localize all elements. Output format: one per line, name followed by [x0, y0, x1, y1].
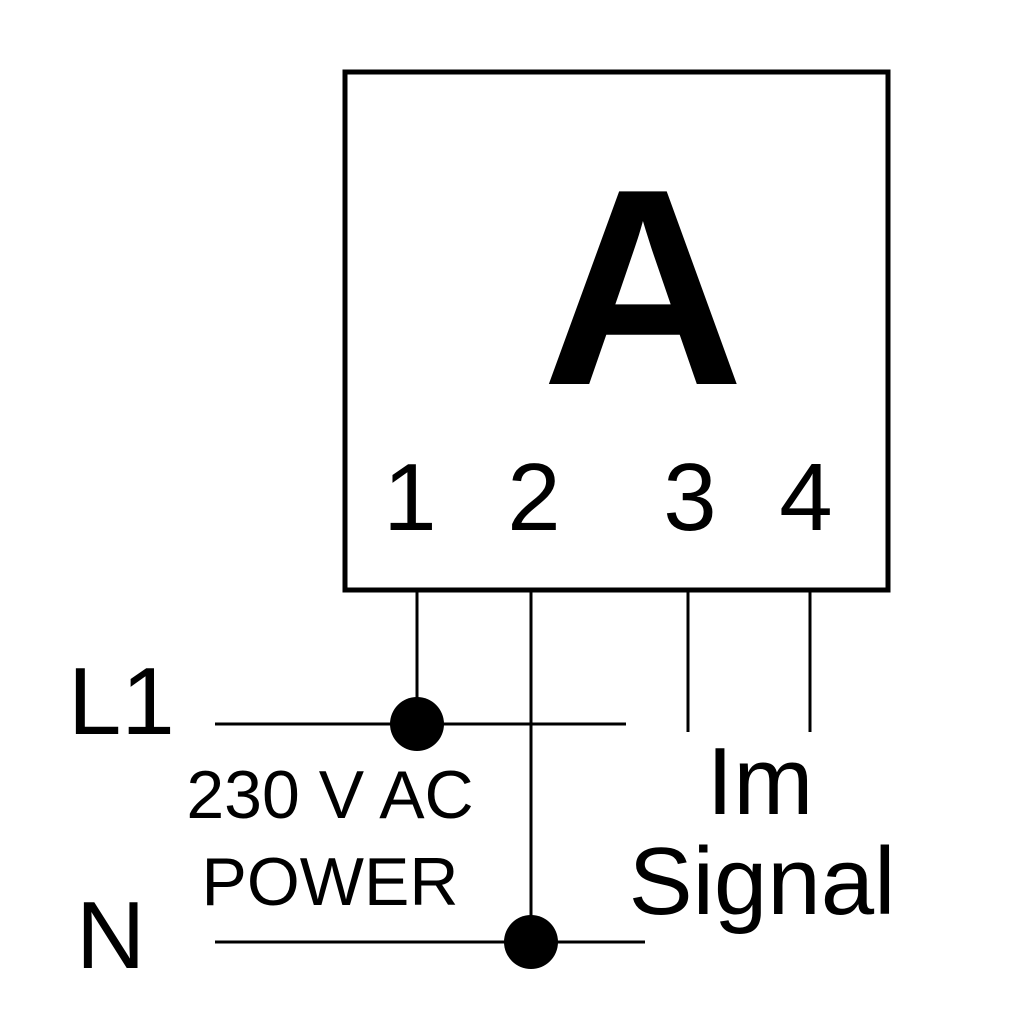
terminal-label-4: 4 [779, 444, 832, 551]
l1-junction-dot [390, 697, 444, 751]
n-label: N [76, 882, 145, 989]
module-box [342, 69, 891, 593]
terminal-label-3: 3 [663, 444, 716, 551]
terminal-label-1: 1 [383, 444, 436, 551]
supply-voltage-label: 230 V AC [186, 757, 473, 833]
supply-label: POWER [202, 844, 459, 920]
module-letter: A [542, 132, 744, 444]
terminal-label-2: 2 [507, 444, 560, 551]
n-junction-dot [504, 915, 558, 969]
signal-label-line2: Signal [629, 828, 896, 935]
signal-label-line1: Im [707, 728, 814, 835]
l1-label: L1 [68, 648, 175, 755]
